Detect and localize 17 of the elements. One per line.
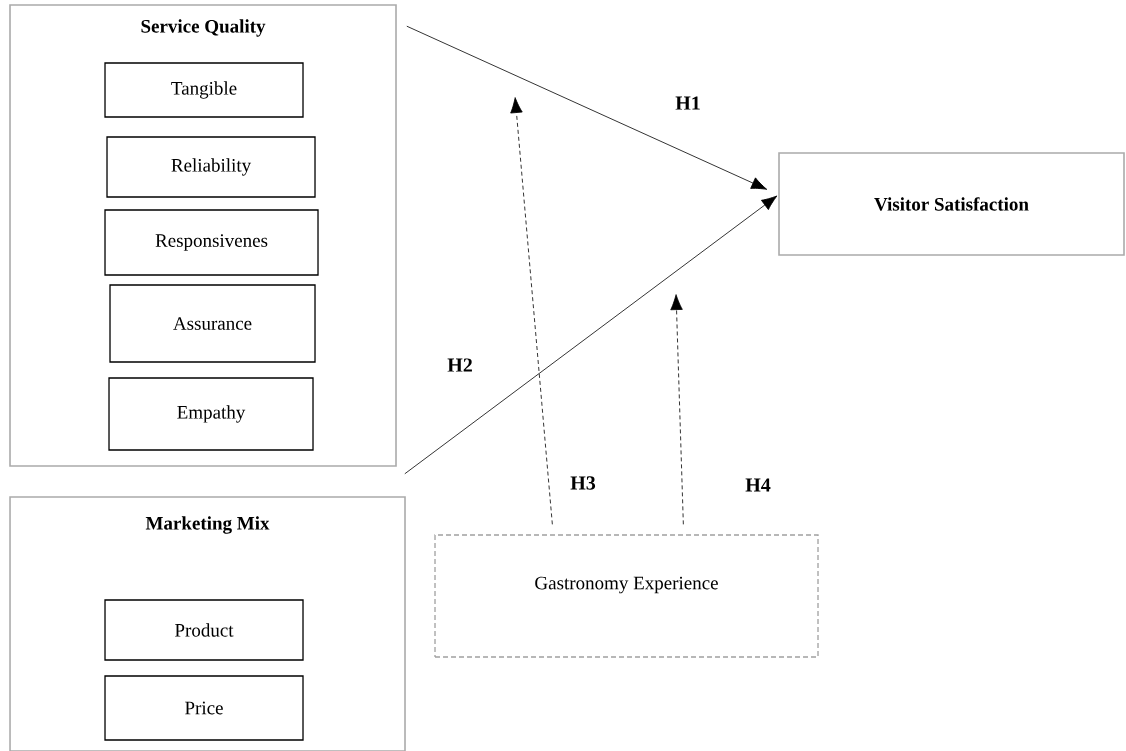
factor-box: Reliability bbox=[106, 136, 316, 198]
edge-label: H1 bbox=[674, 95, 702, 111]
edge-label: H3 bbox=[569, 475, 597, 491]
edge-label: H4 bbox=[744, 477, 772, 493]
arrow bbox=[510, 97, 553, 525]
factor-box: Tangible bbox=[104, 62, 304, 118]
factor-box: Assurance bbox=[109, 284, 316, 363]
moderator-box: Gastronomy Experience bbox=[434, 534, 819, 658]
edge-label: H2 bbox=[446, 357, 474, 373]
factor-box: Empathy bbox=[108, 377, 314, 451]
factor-box: Responsivenes bbox=[104, 209, 319, 276]
factor-box: Product bbox=[104, 599, 304, 661]
outcome-box: Visitor Satisfaction bbox=[778, 152, 1125, 256]
arrow bbox=[404, 195, 778, 475]
arrow bbox=[406, 25, 768, 190]
arrow bbox=[670, 294, 684, 525]
factor-box: Price bbox=[104, 675, 304, 741]
